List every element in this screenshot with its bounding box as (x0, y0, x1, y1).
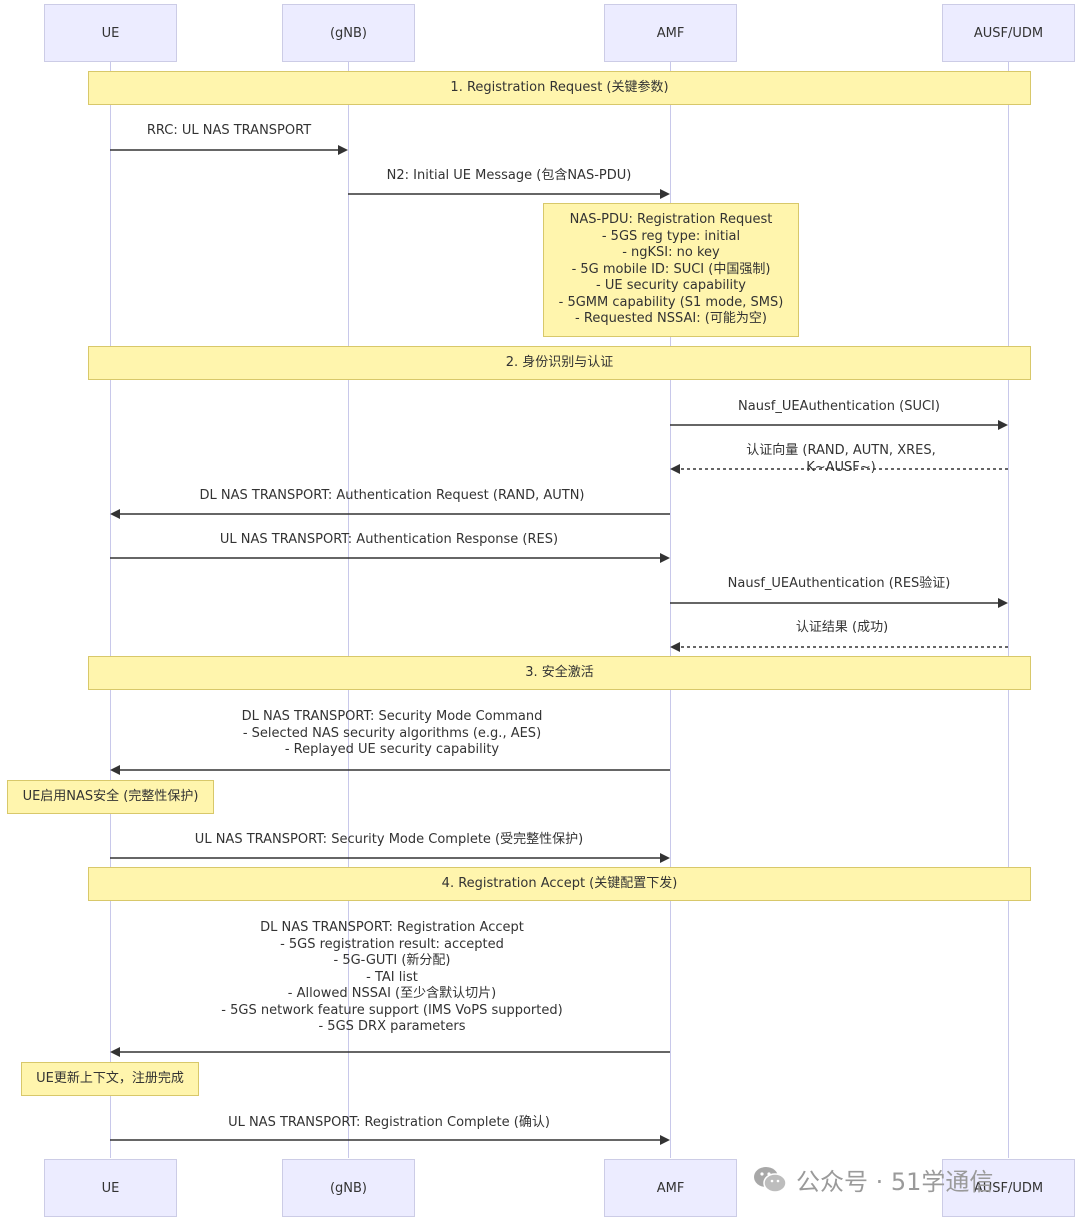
watermark: 公众号 · 51学通信 (752, 1162, 993, 1197)
section-note-2: 2. 身份识别与认证 (88, 346, 1031, 380)
actor-gnb-top: (gNB) (282, 4, 415, 62)
actor-ausf-top: AUSF/UDM (942, 4, 1075, 62)
arrowhead-2 (660, 189, 670, 199)
message-label-1: RRC: UL NAS TRANSPORT (146, 123, 312, 138)
lifeline-ue (110, 62, 111, 1158)
actor-amf-top: AMF (604, 4, 737, 62)
watermark-text: 公众号 · 51学通信 (796, 1168, 994, 1196)
arrowhead-8 (670, 642, 680, 652)
note-nas-pdu: NAS-PDU: Registration Request - 5GS reg … (543, 203, 799, 337)
arrowhead-9 (110, 765, 120, 775)
message-label-2: N2: Initial UE Message (包含NAS-PDU) (386, 168, 632, 183)
actor-ue-top: UE (44, 4, 177, 62)
arrowhead-11 (110, 1047, 120, 1057)
message-label-3: Nausf_UEAuthentication (SUCI) (738, 399, 940, 414)
lifeline-amf (670, 62, 671, 1158)
actor-ue-bottom: UE (44, 1159, 177, 1217)
message-label-4: 认证向量 (RAND, AUTN, XRES, K~AUSF~) (746, 443, 936, 475)
arrowhead-1 (338, 145, 348, 155)
message-label-5: DL NAS TRANSPORT: Authentication Request… (199, 488, 585, 503)
arrowhead-5 (110, 509, 120, 519)
section-note-1: 1. Registration Request (关键参数) (88, 71, 1031, 105)
arrowhead-6 (660, 553, 670, 563)
lifeline-gnb (348, 62, 349, 1158)
section-note-4: 4. Registration Accept (关键配置下发) (88, 867, 1031, 901)
note-ue-registration-complete: UE更新上下文，注册完成 (21, 1062, 199, 1096)
arrowhead-4 (670, 464, 680, 474)
actor-ausf-bottom: AUSF/UDM (942, 1159, 1075, 1217)
lifeline-ausf (1008, 62, 1009, 1158)
message-label-7: Nausf_UEAuthentication (RES验证) (727, 576, 951, 591)
message-label-6: UL NAS TRANSPORT: Authentication Respons… (219, 532, 559, 547)
arrowhead-12 (660, 1135, 670, 1145)
message-label-10: UL NAS TRANSPORT: Security Mode Complete… (194, 832, 584, 847)
message-label-9: DL NAS TRANSPORT: Security Mode Command … (241, 709, 543, 757)
actor-gnb-bottom: (gNB) (282, 1159, 415, 1217)
message-label-8: 认证结果 (成功) (795, 620, 889, 635)
arrowhead-3 (998, 420, 1008, 430)
actor-amf-bottom: AMF (604, 1159, 737, 1217)
note-ue-nas-security: UE启用NAS安全 (完整性保护) (7, 780, 214, 814)
message-label-11: DL NAS TRANSPORT: Registration Accept - … (221, 920, 563, 1034)
arrowhead-10 (660, 853, 670, 863)
message-label-12: UL NAS TRANSPORT: Registration Complete … (228, 1115, 550, 1130)
arrowhead-7 (998, 598, 1008, 608)
section-note-3: 3. 安全激活 (88, 656, 1031, 690)
wechat-icon (754, 1166, 787, 1193)
